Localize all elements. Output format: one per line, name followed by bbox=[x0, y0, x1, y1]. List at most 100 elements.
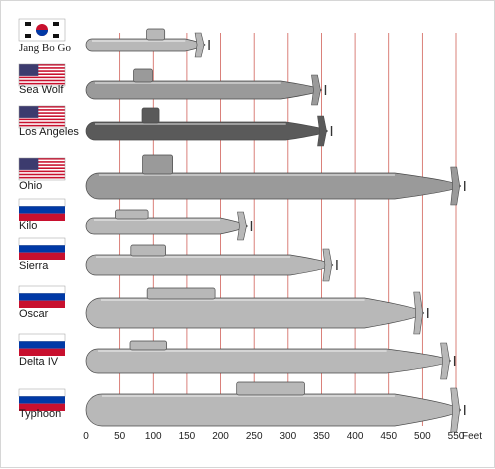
flag-stripe-white bbox=[18, 388, 66, 397]
submarine-typhoon bbox=[85, 381, 466, 433]
submarine-ohio bbox=[85, 154, 466, 206]
flag-stripe bbox=[19, 170, 65, 173]
tick-label-350: 350 bbox=[313, 431, 330, 442]
flag-border bbox=[18, 157, 66, 181]
flag-stripe bbox=[19, 124, 65, 127]
stern-fin bbox=[322, 248, 333, 282]
flag-stripe bbox=[19, 79, 65, 82]
south-korea-flag-icon bbox=[18, 18, 66, 42]
flag-border bbox=[18, 63, 66, 87]
flag-trigram-3 bbox=[53, 34, 59, 38]
flag-stripe bbox=[19, 76, 65, 79]
flag-stripe-white bbox=[18, 237, 66, 246]
russia-flag-icon bbox=[18, 285, 66, 308]
submarine-silhouettes bbox=[85, 28, 466, 433]
flag-stripe bbox=[19, 112, 65, 114]
flag-stripe bbox=[19, 167, 65, 169]
flag-stripe bbox=[19, 121, 65, 124]
axis-unit-label: Feet bbox=[462, 431, 482, 442]
hull bbox=[85, 254, 334, 276]
flag-stripe-red bbox=[19, 252, 65, 260]
usa-flag-icon bbox=[18, 105, 66, 129]
hull bbox=[85, 348, 452, 374]
conning-tower bbox=[146, 28, 166, 41]
tick-label-400: 400 bbox=[347, 431, 364, 442]
flag-stripe bbox=[19, 158, 65, 160]
russia-flag-icon bbox=[18, 237, 66, 260]
flag-stripe-red bbox=[19, 300, 65, 308]
submarine-oscar bbox=[85, 287, 429, 335]
tick-label-50: 50 bbox=[114, 431, 126, 442]
tick-label-250: 250 bbox=[246, 431, 263, 442]
tick-label-0: 0 bbox=[83, 431, 89, 442]
tick-label-500: 500 bbox=[414, 431, 431, 442]
flag-stripe-blue bbox=[19, 245, 65, 253]
conning-tower bbox=[129, 340, 168, 351]
tick-label-300: 300 bbox=[279, 431, 296, 442]
tick-label-150: 150 bbox=[179, 431, 196, 442]
hull bbox=[85, 172, 462, 200]
submarine-label: Sea Wolf bbox=[19, 84, 64, 96]
stern-fin bbox=[450, 387, 461, 433]
flag-stripe bbox=[19, 109, 65, 111]
conning-tower bbox=[141, 107, 160, 124]
stern-fin bbox=[317, 115, 327, 147]
flag-canton bbox=[19, 64, 39, 76]
conning-tower bbox=[130, 244, 167, 257]
submarine-label: Kilo bbox=[19, 220, 37, 232]
flag-stripe-blue bbox=[19, 341, 65, 349]
submarine-sea-wolf bbox=[85, 68, 327, 106]
flag-stripe-red bbox=[19, 348, 65, 356]
usa-flag-icon bbox=[18, 157, 66, 181]
flag-canton bbox=[19, 158, 39, 170]
flag-stripe-blue bbox=[19, 293, 65, 301]
tick-label-100: 100 bbox=[145, 431, 162, 442]
flag-stripe-white bbox=[18, 198, 66, 207]
flag-stripe-white bbox=[18, 285, 66, 294]
flag-stripe bbox=[19, 118, 65, 121]
flag-stripe-red bbox=[19, 403, 65, 411]
submarine-label: Typhoon bbox=[19, 408, 61, 420]
submarine-label: Los Angeles bbox=[19, 126, 79, 138]
conning-tower bbox=[236, 381, 305, 396]
flag-trigram-0 bbox=[25, 22, 31, 26]
hull bbox=[85, 297, 425, 329]
hull bbox=[85, 80, 322, 100]
flag-border bbox=[18, 105, 66, 129]
flag-stripe bbox=[19, 176, 65, 179]
stern-fin bbox=[450, 166, 461, 206]
submarine-label: Oscar bbox=[19, 308, 49, 320]
russia-flag-icon bbox=[18, 333, 66, 356]
flag-stripe-red bbox=[19, 213, 65, 221]
stern-fin bbox=[311, 74, 321, 106]
flag-stripe bbox=[19, 164, 65, 166]
flag-stripe-blue bbox=[19, 206, 65, 214]
hull bbox=[85, 121, 328, 141]
submarine-label: Jang Bo Go bbox=[19, 42, 71, 54]
flag-stripe-blue bbox=[19, 396, 65, 404]
flag-stripe bbox=[19, 115, 65, 117]
flag-stripe bbox=[19, 64, 65, 66]
conning-tower bbox=[146, 287, 216, 300]
submarine-label: Delta IV bbox=[19, 356, 59, 368]
submarine-label: Sierra bbox=[19, 260, 49, 272]
stern-fin bbox=[237, 211, 247, 241]
submarine-los-angeles bbox=[85, 107, 333, 147]
flag-stripe bbox=[19, 67, 65, 69]
flag-canton bbox=[19, 106, 39, 118]
flag-taegeuk-blue bbox=[36, 30, 48, 36]
tick-label-200: 200 bbox=[212, 431, 229, 442]
conning-tower bbox=[115, 209, 149, 220]
usa-flag-icon bbox=[18, 63, 66, 87]
flag-stripe bbox=[19, 70, 65, 72]
submarine-sierra bbox=[85, 244, 338, 282]
flag-stripe bbox=[19, 106, 65, 108]
stern-fin bbox=[440, 342, 450, 380]
tick-label-550: 550 bbox=[448, 431, 465, 442]
russia-flag-icon bbox=[18, 388, 66, 411]
stern-fin bbox=[194, 32, 205, 58]
flag-stripe bbox=[19, 73, 65, 75]
